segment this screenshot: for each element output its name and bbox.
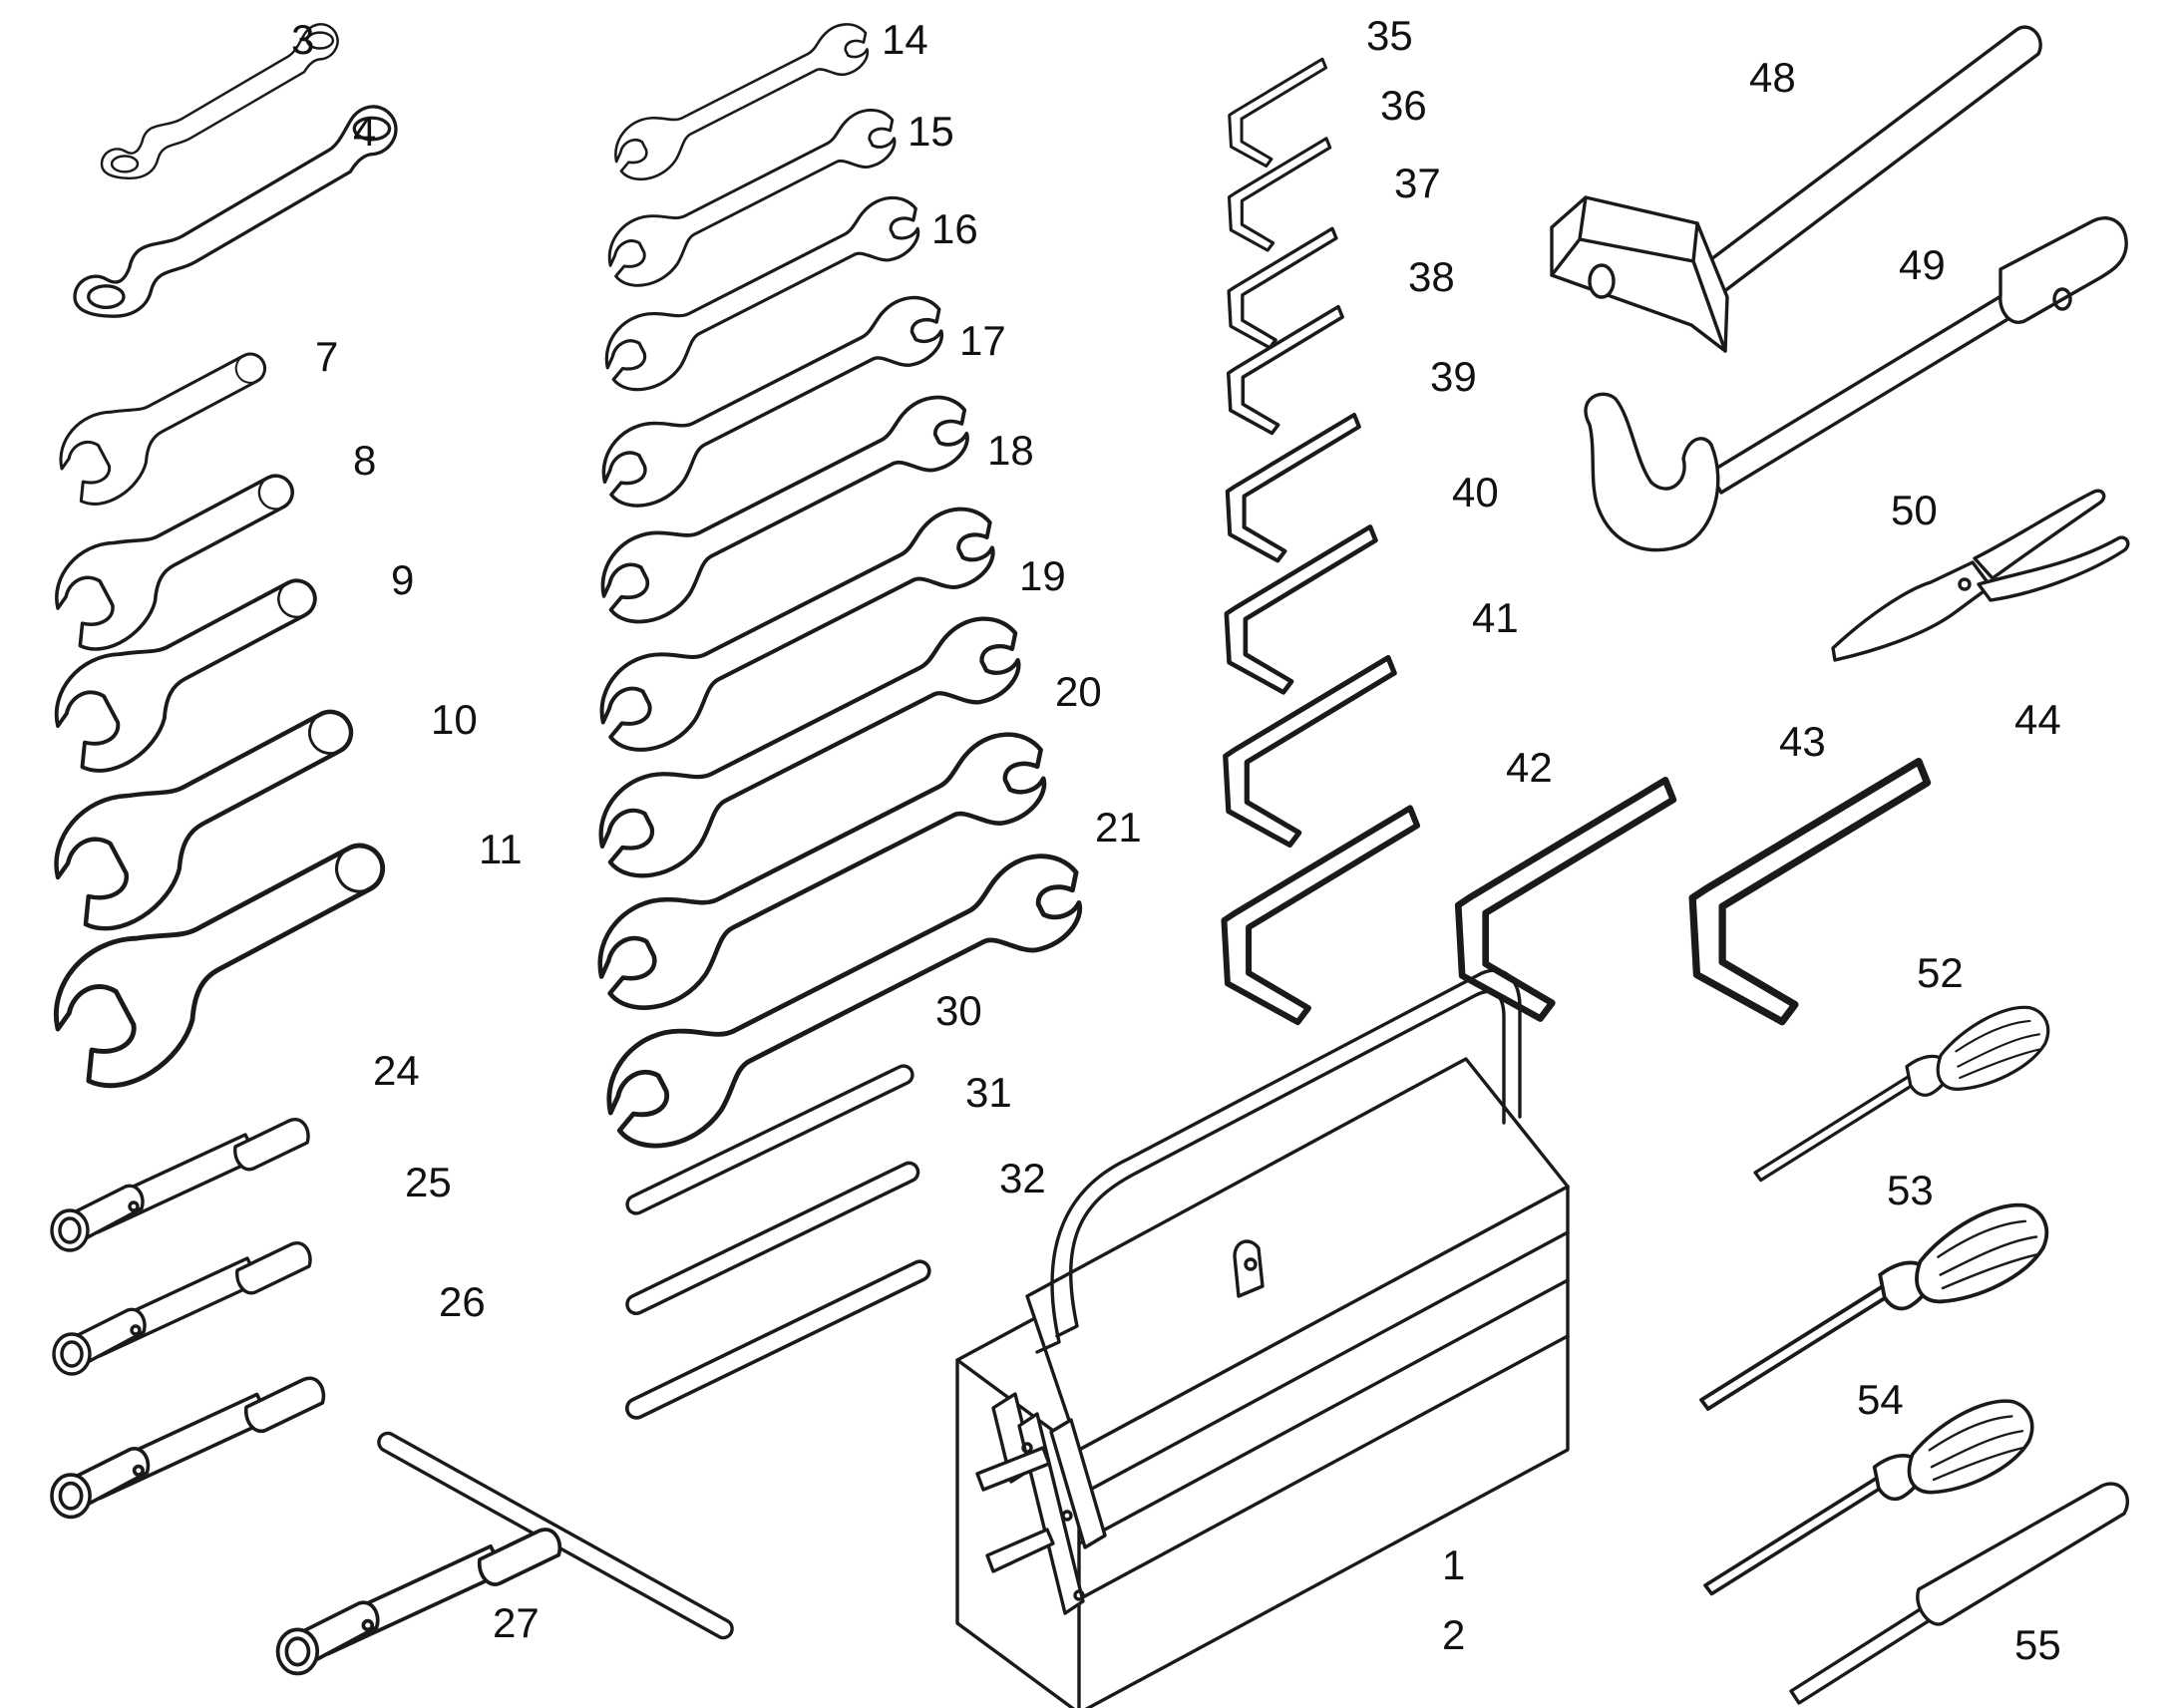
label-50: 50 (1891, 487, 1938, 533)
spanner-16 (590, 179, 936, 404)
label-1: 1 (1442, 1541, 1465, 1588)
box-spanner-26 (50, 1376, 326, 1520)
box-spanner-27 (275, 1431, 734, 1676)
label-39: 39 (1430, 353, 1477, 400)
label-20: 20 (1055, 668, 1102, 715)
ring-spanner-4 (73, 105, 398, 318)
label-27: 27 (493, 1599, 540, 1646)
spanner-11 (33, 812, 418, 1102)
label-42: 42 (1506, 744, 1553, 791)
label-11: 11 (479, 826, 523, 872)
label-53: 53 (1887, 1167, 1934, 1213)
label-9: 9 (391, 556, 414, 603)
label-17: 17 (959, 317, 1006, 364)
screwdriver-52 (1753, 1005, 2050, 1183)
hammer-48 (1550, 25, 2042, 353)
hex-key-43 (1458, 780, 1673, 1018)
label-43: 43 (1779, 718, 1826, 765)
hex-key-40 (1227, 526, 1376, 692)
spanner-18 (584, 376, 988, 638)
label-14: 14 (882, 16, 928, 63)
label-18: 18 (987, 427, 1034, 474)
box-spanner-25 (52, 1240, 312, 1376)
label-7: 7 (315, 333, 338, 380)
callout-labels: 3 4 7 8 9 10 11 14 15 16 17 18 19 20 21 … (291, 12, 2061, 1668)
hex-key-39 (1228, 415, 1359, 560)
label-52: 52 (1917, 949, 1964, 996)
label-48: 48 (1749, 54, 1796, 101)
label-10: 10 (431, 696, 478, 743)
spanner-19 (584, 489, 1013, 766)
screwdriver-55 (1789, 1482, 2130, 1705)
label-37: 37 (1394, 160, 1441, 206)
hex-key-41 (1226, 658, 1394, 846)
label-21: 21 (1095, 804, 1142, 851)
label-2: 2 (1442, 1611, 1465, 1658)
label-26: 26 (439, 1278, 486, 1325)
label-16: 16 (931, 205, 978, 252)
pliers-50 (1831, 489, 2130, 662)
label-49: 49 (1899, 241, 1946, 288)
label-35: 35 (1366, 12, 1413, 59)
label-31: 31 (965, 1069, 1012, 1116)
label-54: 54 (1857, 1376, 1904, 1423)
tool-box (955, 968, 1570, 1708)
label-44: 44 (2014, 696, 2061, 743)
label-15: 15 (908, 108, 954, 155)
hex-key-42 (1224, 808, 1417, 1022)
label-3: 3 (291, 16, 314, 63)
label-38: 38 (1408, 253, 1455, 300)
label-4: 4 (353, 108, 376, 155)
label-36: 36 (1380, 82, 1427, 129)
label-30: 30 (935, 987, 982, 1034)
label-8: 8 (353, 437, 376, 484)
label-32: 32 (999, 1155, 1046, 1201)
label-41: 41 (1472, 594, 1519, 641)
label-24: 24 (373, 1047, 420, 1094)
label-55: 55 (2014, 1621, 2061, 1668)
label-40: 40 (1452, 469, 1499, 515)
box-spanner-24 (50, 1117, 310, 1252)
hex-key-44 (1692, 762, 1927, 1022)
hook-spanner-49 (1584, 216, 2128, 552)
label-25: 25 (405, 1159, 452, 1205)
label-19: 19 (1019, 552, 1066, 599)
